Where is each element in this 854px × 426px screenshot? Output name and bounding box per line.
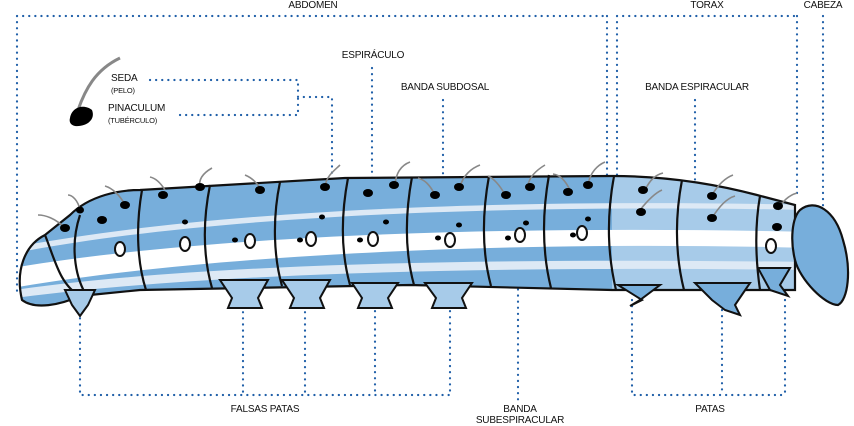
- label-pinaculum-sub: (TUBÉRCULO): [108, 116, 158, 125]
- label-seda: SEDA: [111, 73, 138, 84]
- label-torax: TORAX: [690, 0, 724, 11]
- label-espiraculo: ESPIRÁCULO: [341, 50, 405, 61]
- label-falsas-patas: FALSAS PATAS: [230, 404, 300, 415]
- label-abdomen: ABDOMEN: [288, 0, 338, 11]
- label-cabeza: CABEZA: [803, 0, 843, 11]
- leader-lines: [15, 14, 825, 402]
- label-patas: PATAS: [695, 404, 725, 415]
- head: [791, 204, 850, 307]
- spiracles: [114, 225, 777, 257]
- prolegs: [63, 279, 474, 318]
- label-banda-subdosal: BANDA SUBDOSAL: [400, 82, 490, 93]
- label-banda-espiracular: BANDA ESPIRACULAR: [645, 82, 749, 93]
- seta-legend-icon: [69, 56, 121, 127]
- label-seda-sub: (PELO): [111, 86, 135, 95]
- label-pinaculum: PINACULUM: [108, 103, 166, 114]
- pinacula: [60, 181, 783, 243]
- label-banda-subespiracular-2: SUBESPIRACULAR: [475, 415, 565, 426]
- label-banda-subespiracular-1: BANDA: [503, 404, 537, 415]
- legs: [614, 267, 792, 317]
